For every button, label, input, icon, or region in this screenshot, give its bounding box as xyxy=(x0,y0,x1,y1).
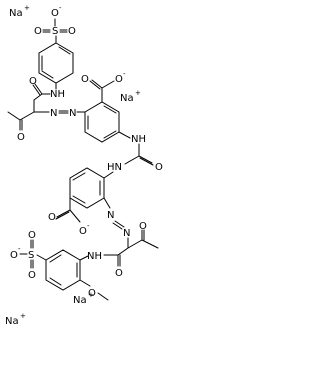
svg-text:-: - xyxy=(59,4,62,12)
sodium-ion-bottom-left: Na + xyxy=(5,312,26,327)
top-azo-group: N N xyxy=(50,108,86,119)
svg-text:N: N xyxy=(123,228,130,239)
svg-text:NH: NH xyxy=(50,89,65,100)
svg-text:-: - xyxy=(18,245,21,253)
bottom-carboxylate-group: O O - xyxy=(48,197,90,237)
svg-text:O: O xyxy=(48,212,56,223)
bottom-anisole-ring xyxy=(45,249,81,291)
svg-text:NH: NH xyxy=(131,134,146,145)
svg-text:+: + xyxy=(135,89,141,97)
svg-text:S: S xyxy=(28,250,34,261)
svg-text:O: O xyxy=(10,250,18,261)
svg-text:O: O xyxy=(155,162,163,173)
svg-text:+: + xyxy=(24,4,30,12)
svg-text:O: O xyxy=(68,26,76,37)
svg-text:S: S xyxy=(52,26,58,37)
methoxy-group: O xyxy=(79,279,109,301)
svg-text:O: O xyxy=(29,76,37,87)
sodium-ion-top-left: Na + xyxy=(9,4,30,19)
bottom-acetoacetamide-chain: O O NH xyxy=(79,221,159,279)
svg-text:O: O xyxy=(115,268,123,279)
svg-text:N: N xyxy=(107,210,114,221)
svg-text:+: + xyxy=(20,312,26,320)
svg-text:O: O xyxy=(79,226,87,237)
svg-text:O: O xyxy=(51,8,59,19)
svg-text:O: O xyxy=(88,288,96,299)
svg-text:Na: Na xyxy=(9,8,23,19)
bottom-azo-group: N N xyxy=(103,197,130,249)
top-benzoate-ring xyxy=(84,101,120,143)
svg-text:O: O xyxy=(28,230,36,241)
svg-text:Na: Na xyxy=(120,93,134,104)
top-carboxylate-group: O O - xyxy=(81,70,126,103)
top-acetoacetamide-chain: NH O O xyxy=(7,76,65,143)
bottom-sulfonate-group: S O O O - xyxy=(10,230,47,281)
svg-text:NH: NH xyxy=(87,251,102,262)
sodium-ion-top-right: Na + xyxy=(120,89,141,104)
svg-text:O: O xyxy=(139,221,147,232)
urea-linker: NH O HN xyxy=(103,131,163,179)
svg-text:-: - xyxy=(123,70,126,78)
svg-text:Na: Na xyxy=(5,316,19,327)
bottom-benzoate-ring xyxy=(69,167,105,209)
svg-text:O: O xyxy=(17,132,25,143)
sodium-ion-middle: Na + xyxy=(73,291,94,306)
svg-text:-: - xyxy=(87,222,90,230)
chemical-structure: Na + Na + Na + Na + O - O S O NH xyxy=(5,4,163,327)
top-phenyl-ring xyxy=(38,42,74,84)
svg-text:O: O xyxy=(28,270,36,281)
svg-text:Na: Na xyxy=(73,295,87,306)
top-sulfonate-group: O - O S O xyxy=(34,4,76,44)
svg-text:O: O xyxy=(81,74,89,85)
svg-text:O: O xyxy=(115,74,123,85)
svg-text:+: + xyxy=(88,291,94,299)
svg-text:O: O xyxy=(34,26,42,37)
svg-text:HN: HN xyxy=(107,162,122,173)
svg-text:N: N xyxy=(69,108,76,119)
svg-text:N: N xyxy=(50,108,57,119)
